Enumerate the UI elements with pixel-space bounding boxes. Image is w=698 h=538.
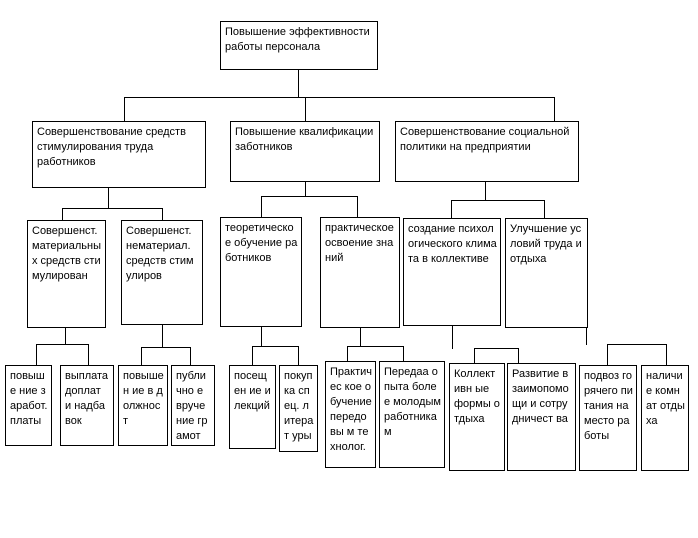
- root-node: Повышение эффективности работы персонала: [220, 21, 378, 70]
- branch-qualification-label: Повышение квалификации заботников: [235, 126, 374, 153]
- node-nonmaterial-stimulation-label: Совершенст. нематериал. средств стимулир…: [126, 225, 194, 282]
- leaf-promotion-label: повышен ие в должност: [123, 370, 164, 427]
- connector: [485, 182, 486, 201]
- leaf-advanced-tech-training-label: Практичес кое обучение передовы м технол…: [330, 366, 372, 453]
- leaf-lecture-attendance-label: посещен ие и лекций: [234, 370, 271, 412]
- connector: [347, 346, 404, 347]
- leaf-experience-transfer-label: Передаа опыта более молодым работникам: [384, 366, 441, 438]
- connector: [252, 346, 253, 366]
- connector: [298, 70, 299, 98]
- leaf-collective-leisure-label: Коллективн ые формы отдыха: [454, 368, 500, 425]
- branch-qualification: Повышение квалификации заботников: [230, 121, 380, 182]
- connector: [518, 348, 519, 364]
- connector: [357, 196, 358, 218]
- connector: [252, 346, 299, 347]
- branch-social: Совершенствование социальной политики на…: [395, 121, 579, 182]
- leaf-salary-increase-label: повыше ние заработ. платы: [10, 370, 48, 427]
- node-psych-climate: создание психологического климата в колл…: [403, 218, 501, 326]
- connector: [141, 347, 191, 348]
- leaf-literature-purchase-label: покупка спец. литерат уры: [284, 370, 314, 442]
- leaf-promotion: повышен ие в должност: [118, 365, 168, 446]
- connector: [190, 347, 191, 366]
- connector: [36, 344, 89, 345]
- leaf-mutual-assistance: Развитие взаимопомо щи и сотрудничест ва: [507, 363, 576, 471]
- branch-stimulation-label: Совершенствование средств стимулирования…: [37, 126, 186, 168]
- connector: [607, 344, 667, 345]
- connector: [403, 346, 404, 362]
- connector: [474, 348, 519, 349]
- root-label: Повышение эффективности работы персонала: [225, 26, 370, 53]
- leaf-collective-leisure: Коллективн ые формы отдыха: [449, 363, 505, 471]
- connector: [124, 97, 555, 98]
- node-material-stimulation: Совершенст. материальных средств стимули…: [27, 220, 106, 328]
- leaf-salary-increase: повыше ние заработ. платы: [5, 365, 52, 446]
- leaf-lecture-attendance: посещен ие и лекций: [229, 365, 276, 449]
- connector: [451, 200, 452, 219]
- leaf-bonus-payment: выплата доплат и надбавок: [60, 365, 114, 446]
- connector: [261, 196, 262, 218]
- connector: [62, 208, 163, 209]
- connector: [124, 97, 125, 122]
- node-practice-training-label: практическое освоение знаний: [325, 222, 394, 264]
- node-improve-conditions: Улучшение условий труда и отдыха: [505, 218, 588, 328]
- connector: [36, 344, 37, 366]
- node-practice-training: практическое освоение знаний: [320, 217, 400, 328]
- leaf-rest-rooms: наличие комнат отдыха: [641, 365, 689, 471]
- leaf-bonus-payment-label: выплата доплат и надбавок: [65, 370, 109, 427]
- connector: [666, 344, 667, 366]
- connector: [261, 327, 262, 347]
- connector: [261, 196, 358, 197]
- leaf-experience-transfer: Передаа опыта более молодым работникам: [379, 361, 445, 468]
- connector: [305, 97, 306, 122]
- leaf-advanced-tech-training: Практичес кое обучение передовы м технол…: [325, 361, 376, 468]
- connector: [451, 200, 545, 201]
- connector: [108, 188, 109, 209]
- connector: [347, 346, 348, 362]
- leaf-hot-meals: подвоз горячего питания на место работы: [579, 365, 637, 471]
- connector: [162, 208, 163, 221]
- connector: [554, 97, 555, 122]
- branch-stimulation: Совершенствование средств стимулирования…: [32, 121, 206, 188]
- node-nonmaterial-stimulation: Совершенст. нематериал. средств стимулир…: [121, 220, 203, 325]
- leaf-public-award: публично е вручение грамот: [171, 365, 215, 446]
- connector: [474, 348, 475, 364]
- leaf-mutual-assistance-label: Развитие взаимопомо щи и сотрудничест ва: [512, 368, 569, 425]
- connector: [360, 328, 361, 347]
- connector: [586, 328, 587, 345]
- node-theory-training: теоретическое обучение работников: [220, 217, 302, 327]
- leaf-hot-meals-label: подвоз горячего питания на место работы: [584, 370, 633, 442]
- connector: [62, 208, 63, 221]
- connector: [88, 344, 89, 366]
- leaf-rest-rooms-label: наличие комнат отдыха: [646, 370, 685, 427]
- connector: [298, 346, 299, 366]
- leaf-literature-purchase: покупка спец. литерат уры: [279, 365, 318, 452]
- branch-social-label: Совершенствование социальной политики на…: [400, 126, 570, 153]
- leaf-public-award-label: публично е вручение грамот: [176, 370, 208, 442]
- node-psych-climate-label: создание психологического климата в колл…: [408, 223, 497, 265]
- node-improve-conditions-label: Улучшение условий труда и отдыха: [510, 223, 582, 265]
- connector: [305, 182, 306, 197]
- connector: [141, 347, 142, 366]
- connector: [65, 328, 66, 345]
- connector: [544, 200, 545, 219]
- node-theory-training-label: теоретическое обучение работников: [225, 222, 298, 264]
- node-material-stimulation-label: Совершенст. материальных средств стимули…: [32, 225, 101, 282]
- connector: [452, 326, 453, 349]
- connector: [162, 325, 163, 348]
- connector: [607, 344, 608, 366]
